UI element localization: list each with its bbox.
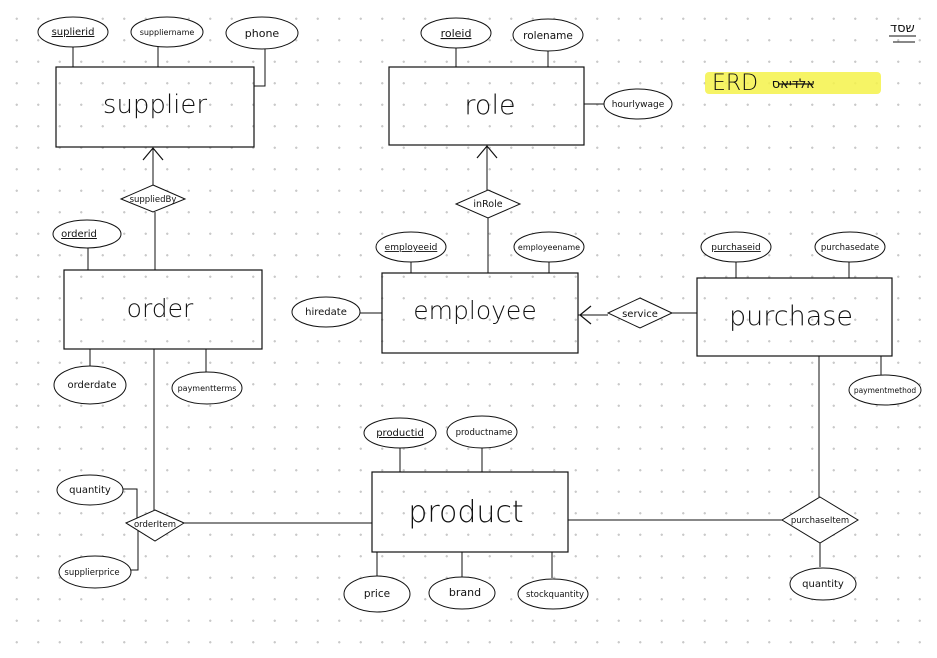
attribute-quantity-order: quantity: [56, 474, 124, 506]
entity-order: order: [63, 269, 263, 350]
entity-employee: employee: [381, 272, 579, 354]
arrow-to-role: [476, 145, 498, 159]
attribute-supplierprice-label: supplierprice: [64, 568, 119, 578]
title-block: ERD אלדיאס שסד: [705, 21, 916, 96]
relationship-inrole-label: inRole: [473, 199, 502, 210]
attribute-productid-label: productid: [376, 428, 424, 439]
title-hebrew: אלדיאס: [772, 77, 815, 92]
attribute-paymentmethod: paymentmethod: [848, 374, 922, 406]
entity-supplier: supplier: [55, 66, 255, 148]
relationship-inrole: inRole: [454, 189, 522, 219]
attribute-stockquantity: stockquantity: [517, 578, 589, 610]
entity-purchase: purchase: [696, 277, 893, 357]
attribute-quantity-purchase: quantity: [789, 567, 857, 601]
attribute-employeeid: employeeid: [375, 231, 447, 263]
attribute-quantity-purchase-label: quantity: [802, 579, 844, 590]
attribute-orderdate: orderdate: [53, 365, 127, 405]
attribute-roleid: roleid: [420, 17, 492, 49]
attribute-rolename: rolename: [512, 18, 584, 52]
entity-role-label: role: [464, 90, 515, 121]
attribute-brand-label: brand: [449, 586, 481, 599]
attribute-purchasedate: purchasedate: [814, 231, 886, 263]
attribute-paymentterms-label: paymentterms: [178, 384, 237, 393]
attribute-purchasedate-label: purchasedate: [821, 243, 879, 253]
attribute-employeename-label: employeename: [518, 243, 580, 252]
attribute-purchaseid-label: purchaseid: [711, 243, 761, 253]
connection-lines: [72, 47, 882, 578]
attribute-hiredate: hiredate: [291, 296, 361, 328]
attribute-orderid-label: orderid: [61, 229, 97, 240]
attribute-productname: productname: [446, 415, 518, 449]
attribute-hourlywage-label: hourlywage: [612, 100, 665, 110]
line-orderitem-supplierprice: [130, 523, 139, 571]
relationship-suppliedby-label: suppliedBy: [130, 195, 177, 205]
entity-role: role: [388, 66, 585, 146]
arrow-to-employee: [579, 305, 592, 325]
attribute-rolename-label: rolename: [523, 30, 573, 42]
attribute-suppliername-label: suppliername: [140, 28, 195, 37]
entity-supplier-label: supplier: [103, 90, 207, 120]
page-mark: שסד: [890, 21, 915, 36]
cardinality-marks: [142, 145, 592, 325]
attribute-paymentmethod-label: paymentmethod: [854, 386, 917, 395]
title-erd: ERD: [712, 71, 758, 96]
attribute-quantity-order-label: quantity: [69, 485, 111, 496]
attribute-suppliername: suppliername: [130, 16, 204, 48]
title-highlight: [705, 72, 881, 94]
attribute-stockquantity-label: stockquantity: [526, 590, 584, 600]
attribute-hiredate-label: hiredate: [305, 307, 347, 318]
attribute-price: price: [343, 575, 411, 613]
attribute-orderdate-label: orderdate: [67, 380, 116, 391]
attribute-paymentterms: paymentterms: [171, 371, 243, 405]
entity-purchase-label: purchase: [729, 301, 853, 332]
attribute-hourlywage: hourlywage: [603, 88, 673, 120]
relationship-purchaseitem-label: purchaseItem: [791, 516, 849, 526]
entity-product-label: product: [408, 495, 523, 530]
attribute-phone: phone: [225, 16, 299, 50]
arrow-to-supplier: [142, 147, 164, 161]
relationship-service: service: [606, 297, 674, 329]
attribute-supplierid-label: suplierid: [52, 27, 95, 38]
entity-order-label: order: [127, 294, 194, 323]
attribute-roleid-label: roleid: [441, 27, 472, 40]
line-orderitem-quantity: [122, 488, 138, 524]
relationship-orderitem-label: orderItem: [134, 520, 176, 530]
relationship-suppliedby: suppliedBy: [119, 184, 187, 213]
attribute-productname-label: productname: [456, 428, 513, 438]
relationship-purchaseitem: purchaseItem: [781, 496, 859, 544]
relationship-orderitem: orderItem: [124, 509, 186, 542]
attribute-orderid: orderid: [52, 219, 122, 249]
attribute-supplierid: suplierid: [37, 16, 109, 48]
attribute-productid: productid: [363, 417, 437, 449]
attribute-price-label: price: [364, 588, 390, 600]
line-phone: [254, 49, 266, 87]
attribute-employeename: employeename: [513, 231, 585, 263]
attribute-brand: brand: [428, 576, 496, 610]
entity-employee-label: employee: [413, 296, 536, 325]
attribute-supplierprice: supplierprice: [58, 555, 132, 589]
attribute-phone-label: phone: [245, 27, 280, 40]
attribute-employeeid-label: employeeid: [385, 243, 438, 253]
entity-product: product: [371, 471, 569, 553]
attribute-purchaseid: purchaseid: [700, 231, 772, 263]
relationship-service-label: service: [622, 309, 658, 320]
